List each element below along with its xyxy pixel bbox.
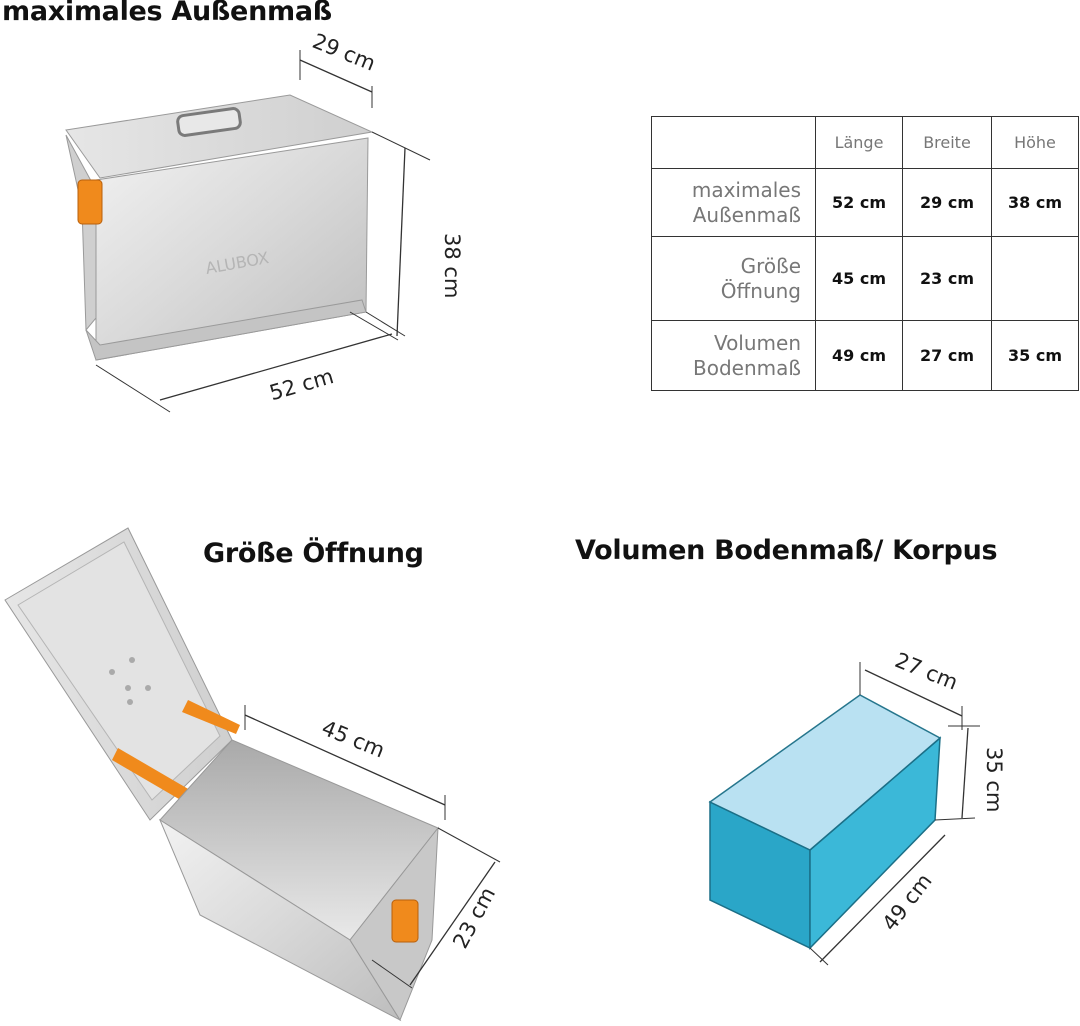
volume-cuboid-top xyxy=(708,694,942,851)
open-box-strap-icon xyxy=(112,748,190,802)
table-header-width: Breite xyxy=(902,116,992,169)
table-cell: 49 cm xyxy=(815,320,903,391)
table-cell: 29 cm xyxy=(902,168,992,237)
table-cell: 45 cm xyxy=(815,236,903,321)
closed-box-illustration: ALUBOX 29 cm 38 cm 52 cm xyxy=(65,29,464,413)
table-header-length: Länge xyxy=(815,116,903,169)
dim-opening-length: 45 cm xyxy=(318,716,388,763)
table-header-row: Länge Breite Höhe xyxy=(651,116,1079,169)
dim-outer-height: 38 cm xyxy=(440,233,464,298)
heading-volume-base: Volumen Bodenmaß/ Korpus xyxy=(575,535,998,566)
table-cell: 35 cm xyxy=(991,320,1079,391)
dim-outer-length: 52 cm xyxy=(267,364,336,405)
table-cell: 23 cm xyxy=(902,236,992,321)
table-cell: 27 cm xyxy=(902,320,992,391)
dim-volume-length: 49 cm xyxy=(877,869,936,935)
table-cell xyxy=(991,236,1079,321)
dim-volume-height: 35 cm xyxy=(982,747,1006,812)
table-header-height: Höhe xyxy=(991,116,1079,169)
open-box-illustration: 45 cm 23 cm xyxy=(4,527,501,1022)
table-cell: 38 cm xyxy=(991,168,1079,237)
table-header-empty xyxy=(651,116,816,169)
heading-outer-dimensions: maximales Außenmaß xyxy=(2,0,332,27)
closed-box-handle xyxy=(176,107,242,137)
volume-cuboid-illustration: 27 cm 35 cm 49 cm xyxy=(708,648,1006,966)
closed-box-latch-icon xyxy=(77,179,103,225)
open-box-latch-icon xyxy=(391,899,419,943)
heading-opening-size: Größe Öffnung xyxy=(203,538,424,569)
table-cell: 52 cm xyxy=(815,168,903,237)
